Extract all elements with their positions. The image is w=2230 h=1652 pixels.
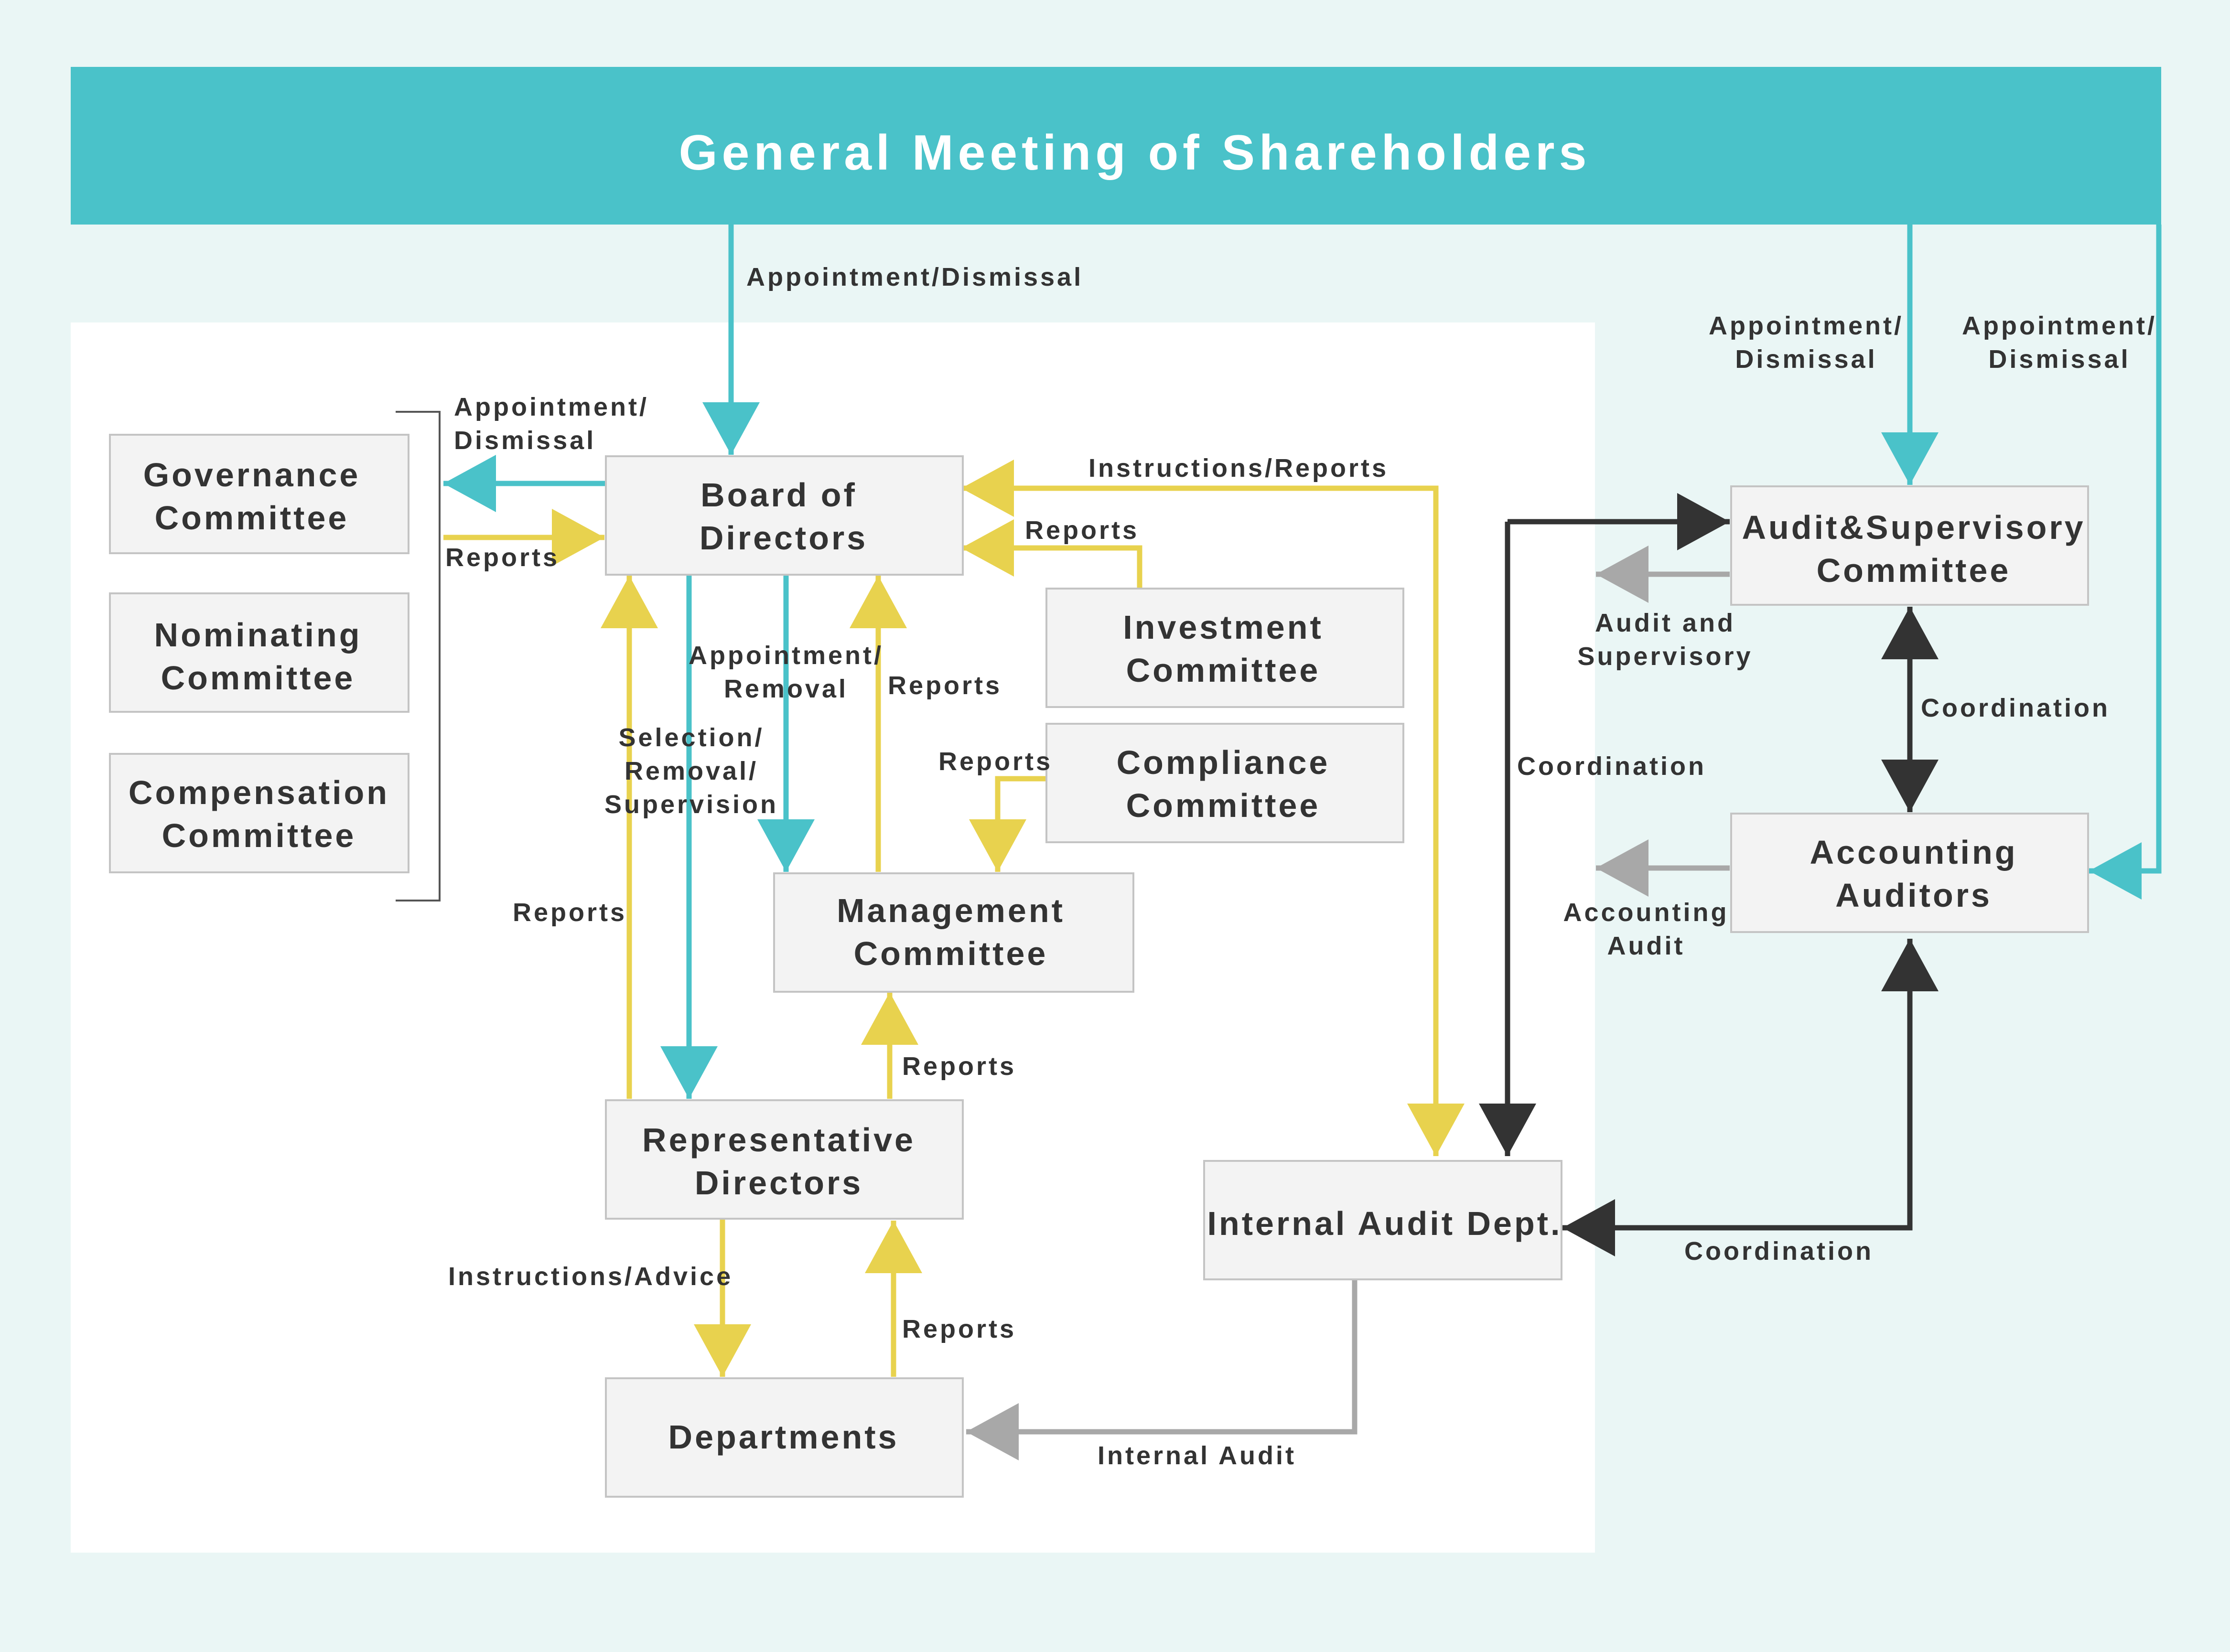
label-committees-to-board: Reports — [445, 543, 560, 572]
governance-committee-box: Governance Committee — [109, 434, 409, 554]
svg-text:Board of: Board of — [700, 476, 857, 514]
svg-text:Compensation: Compensation — [129, 774, 389, 811]
svg-text:Directors: Directors — [700, 519, 868, 557]
arrow-gm-to-accounting-auditors — [2089, 225, 2162, 900]
label-management-to-board: Reports — [888, 671, 1002, 700]
svg-text:Accounting: Accounting — [1810, 834, 2018, 871]
svg-text:Audit&Supervisory: Audit&Supervisory — [1742, 509, 2086, 546]
svg-text:Supervisory: Supervisory — [1577, 642, 1753, 671]
compliance-committee-box: Compliance Committee — [1045, 723, 1404, 843]
svg-text:Appointment/: Appointment/ — [1962, 311, 2157, 340]
nominating-committee-box: Nominating Committee — [109, 592, 409, 713]
accounting-auditors-box: Accounting Auditors — [1730, 813, 2089, 933]
compensation-committee-box: Compensation Committee — [109, 753, 409, 873]
label-audit-committee-accounting: Coordination — [1921, 694, 2110, 722]
svg-text:Audit and: Audit and — [1595, 609, 1735, 637]
arrow-investment-to-board — [961, 519, 1142, 589]
shareholders-meeting-title: General Meeting of Shareholders — [679, 125, 1591, 181]
svg-text:Investment: Investment — [1123, 609, 1324, 646]
svg-text:Management: Management — [837, 892, 1065, 929]
svg-text:Dismissal: Dismissal — [1735, 345, 1877, 374]
label-compliance-to-management: Reports — [938, 747, 1053, 776]
svg-text:Dismissal: Dismissal — [1988, 345, 2130, 374]
arrow-compliance-to-management — [969, 776, 1046, 872]
label-gm-to-board: Appointment/Dismissal — [746, 263, 1083, 291]
label-audit-committee-out: Audit and Supervisory — [1577, 609, 1753, 671]
svg-text:Auditors: Auditors — [1835, 877, 1992, 914]
label-departments-to-representative: Reports — [902, 1315, 1016, 1343]
svg-text:Directors: Directors — [695, 1164, 863, 1201]
svg-text:Committee: Committee — [1126, 787, 1321, 824]
label-representative-to-management: Reports — [902, 1052, 1016, 1081]
label-accounting-out: Accounting Audit — [1563, 898, 1729, 960]
label-representative-to-departments: Instructions/Advice — [448, 1262, 733, 1291]
svg-text:Appointment/: Appointment/ — [454, 393, 649, 421]
svg-text:Governance: Governance — [143, 456, 361, 493]
svg-text:Audit: Audit — [1607, 932, 1685, 960]
label-representative-to-board: Reports — [513, 898, 627, 927]
svg-text:Internal Audit Dept.: Internal Audit Dept. — [1207, 1205, 1562, 1242]
investment-committee-box: Investment Committee — [1045, 588, 1404, 708]
label-board-to-committees: Appointment/ Dismissal — [454, 393, 649, 455]
svg-text:Appointment/: Appointment/ — [689, 641, 883, 670]
internal-audit-dept-box: Internal Audit Dept. — [1203, 1160, 1562, 1280]
svg-text:Removal: Removal — [724, 675, 848, 703]
svg-text:Departments: Departments — [668, 1418, 899, 1456]
representative-directors-box: Representative Directors — [605, 1099, 964, 1220]
svg-text:Removal/: Removal/ — [625, 757, 758, 785]
label-gm-to-accounting: Appointment/ Dismissal — [1962, 311, 2157, 374]
svg-text:Compliance: Compliance — [1117, 744, 1330, 781]
label-internal-audit-to-departments: Internal Audit — [1098, 1441, 1296, 1470]
label-accounting-internal-audit: Coordination — [1684, 1237, 1874, 1266]
svg-text:Committee: Committee — [854, 935, 1048, 972]
shareholders-meeting-bar — [71, 67, 2161, 225]
svg-text:Representative: Representative — [642, 1121, 916, 1159]
svg-text:Accounting: Accounting — [1563, 898, 1729, 927]
label-board-to-representative: Selection/ Removal/ Supervision — [604, 723, 778, 819]
svg-text:Selection/: Selection/ — [618, 723, 764, 752]
svg-text:Supervision: Supervision — [604, 790, 778, 819]
svg-text:Committee: Committee — [1817, 552, 2011, 589]
label-gm-to-audit-committee: Appointment/ Dismissal — [1709, 311, 1904, 374]
departments-box: Departments — [605, 1377, 964, 1498]
committee-group-bracket — [396, 411, 441, 901]
svg-text:Appointment/: Appointment/ — [1709, 311, 1904, 340]
svg-text:Committee: Committee — [162, 817, 356, 854]
svg-text:Committee: Committee — [155, 499, 349, 536]
svg-text:Nominating: Nominating — [154, 616, 362, 654]
board-of-directors-box: Board of Directors — [605, 455, 964, 576]
label-board-internal-audit: Instructions/Reports — [1088, 454, 1389, 483]
label-audit-committee-internal-audit: Coordination — [1517, 752, 1706, 781]
label-board-to-management: Appointment/ Removal — [689, 641, 883, 703]
svg-text:Dismissal: Dismissal — [454, 426, 596, 455]
svg-text:Committee: Committee — [1126, 652, 1321, 689]
audit-supervisory-committee-box: Audit&Supervisory Committee — [1730, 485, 2089, 606]
svg-text:Committee: Committee — [161, 659, 356, 697]
management-committee-box: Management Committee — [773, 872, 1134, 993]
arrow-internal-audit-to-departments — [966, 1279, 1357, 1460]
label-investment-to-board: Reports — [1025, 516, 1139, 545]
